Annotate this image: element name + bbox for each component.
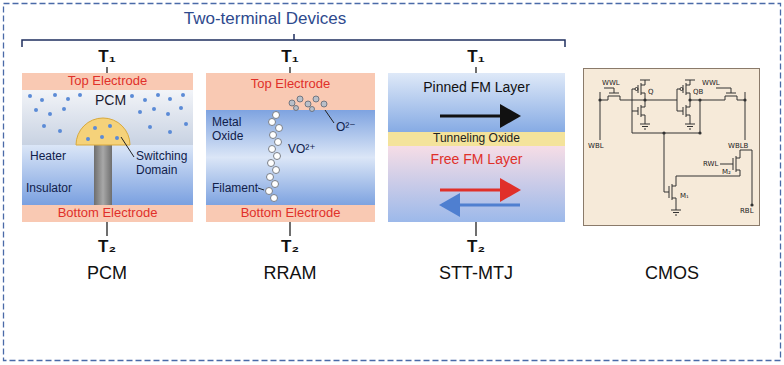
transistor-name: M₂ [722, 168, 731, 176]
ferromagnet-layer: Pinned FM Layer [388, 73, 565, 103]
material-label: PCM [95, 92, 126, 108]
layer-label: Bottom Electrode [241, 206, 341, 220]
layer-label: Tunneling Oxide [433, 132, 520, 145]
electrode-layer: Bottom Electrode [206, 205, 375, 222]
diagram-title: Two-terminal Devices [184, 9, 347, 29]
part-label: Heater [30, 150, 66, 164]
signal-name: WWL [602, 79, 620, 87]
ion-label: O²⁻ [336, 121, 356, 135]
terminal-label: T₂ [467, 237, 485, 257]
device-name: STT-MTJ [439, 263, 513, 284]
terminal-label: T₂ [281, 237, 299, 257]
layer-label: Top Electrode [251, 77, 331, 91]
signal-name: WBLB [728, 142, 748, 150]
terminal-label: T₂ [98, 237, 116, 257]
material-label: Metal Oxide [212, 116, 260, 144]
layer-label: Bottom Electrode [58, 206, 158, 220]
oxide-layer: Tunneling Oxide [388, 132, 565, 146]
terminal-label: T₁ [281, 47, 298, 67]
device-name: CMOS [645, 263, 699, 284]
layer-label: Free FM Layer [431, 152, 523, 167]
layer-label: Top Electrode [68, 74, 148, 88]
signal-name: WWL [702, 79, 720, 87]
device-name: RRAM [264, 263, 317, 284]
signal-name: RWL [703, 160, 718, 168]
layer-label: Pinned FM Layer [423, 80, 530, 95]
electrode-layer: Top Electrode [22, 73, 193, 90]
ion-label: VO²⁺ [288, 143, 316, 157]
part-label: Insulator [26, 182, 72, 196]
signal-name: RBL [740, 207, 754, 215]
transistor-name: M₁ [680, 192, 689, 200]
electrode-layer: Top Electrode [206, 73, 375, 95]
electrode-layer: Bottom Electrode [22, 205, 193, 222]
signal-name: WBL [588, 142, 604, 150]
terminal-label: T₁ [98, 47, 115, 67]
ferromagnet-layer: Free FM Layer [388, 146, 565, 174]
signal-name: QB [693, 88, 703, 96]
part-label: Switching Domain [136, 150, 193, 178]
device-name: PCM [87, 263, 127, 284]
signal-name: Q [648, 88, 654, 96]
terminal-label: T₁ [467, 47, 484, 67]
part-label: Filament [212, 182, 258, 196]
